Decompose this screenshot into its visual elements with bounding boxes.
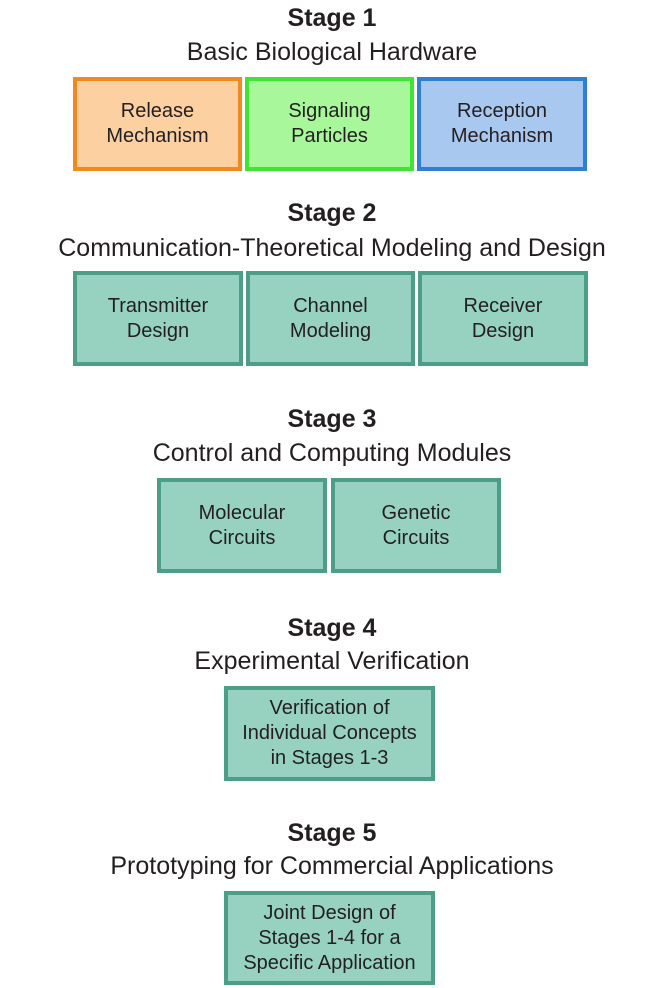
molecular-circuits-box: Molecular Circuits — [157, 478, 327, 573]
release-mechanism-label: Release Mechanism — [106, 100, 209, 147]
genetic-circuits-box: Genetic Circuits — [331, 478, 501, 573]
stage-4-title: Stage 4 — [287, 614, 377, 642]
receiver-design-box: Receiver Design — [418, 271, 588, 366]
joint-design-label: Joint Design of Stages 1-4 for a Specifi… — [243, 901, 416, 974]
stage-5-subtitle: Prototyping for Commercial Applications — [110, 852, 554, 880]
release-mechanism-box: Release Mechanism — [73, 77, 242, 171]
stage-2-title: Stage 2 — [287, 199, 377, 227]
genetic-circuits-label: Genetic Circuits — [381, 501, 451, 549]
verification-concepts-box: Verification of Individual Concepts in S… — [224, 686, 435, 781]
stage-4-subtitle: Experimental Verification — [194, 647, 470, 675]
reception-mechanism-box: Reception Mechanism — [417, 77, 587, 171]
joint-design-box: Joint Design of Stages 1-4 for a Specifi… — [224, 891, 435, 985]
transmitter-design-box: Transmitter Design — [73, 271, 243, 366]
transmitter-design-label: Transmitter Design — [107, 294, 209, 342]
stage-1-subtitle: Basic Biological Hardware — [186, 38, 478, 66]
stage-1-title: Stage 1 — [287, 4, 377, 32]
reception-mechanism-label: Reception Mechanism — [450, 100, 554, 147]
receiver-design-label: Receiver Design — [463, 294, 543, 342]
stage-3-subtitle: Control and Computing Modules — [152, 439, 512, 467]
channel-modeling-box: Channel Modeling — [246, 271, 415, 366]
signaling-particles-box: Signaling Particles — [245, 77, 414, 171]
verification-concepts-label: Verification of Individual Concepts in S… — [242, 697, 417, 769]
stage-3-title: Stage 3 — [287, 405, 377, 433]
stage-2-subtitle: Communication-Theoretical Modeling and D… — [58, 234, 606, 262]
stage-5-title: Stage 5 — [287, 819, 377, 847]
signaling-particles-label: Signaling Particles — [288, 100, 371, 147]
channel-modeling-label: Channel Modeling — [289, 294, 372, 342]
molecular-circuits-label: Molecular Circuits — [198, 501, 286, 549]
